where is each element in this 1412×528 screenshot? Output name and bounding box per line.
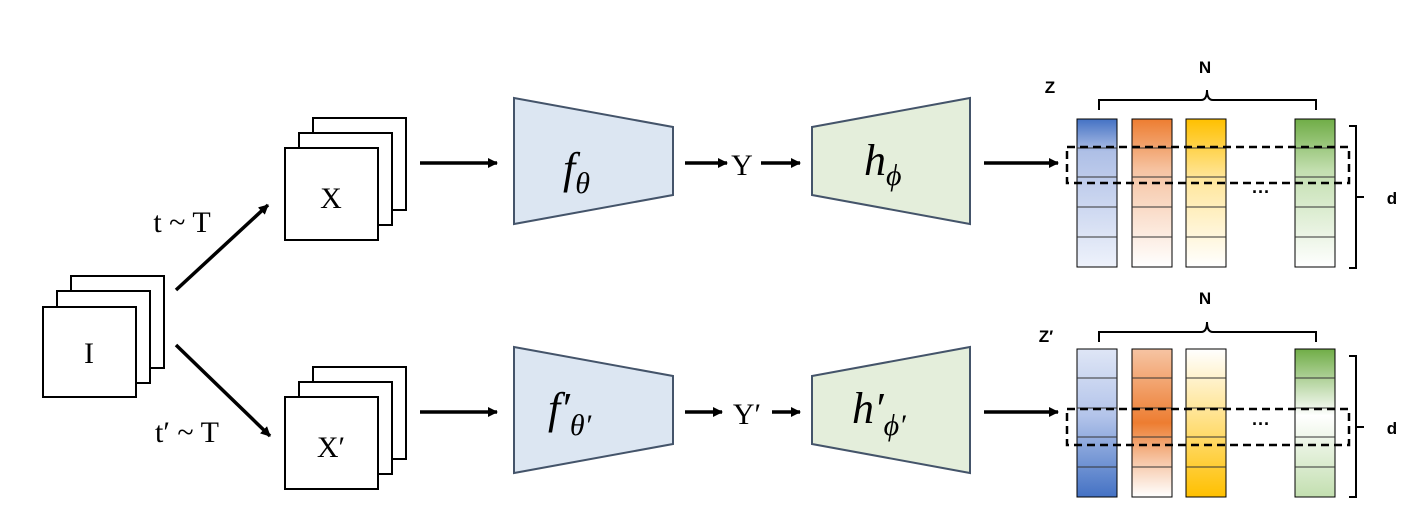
embedding-column-yellow-bottom — [1185, 348, 1227, 498]
n-label-top: N — [1199, 58, 1211, 77]
embedding-column-green-top — [1294, 118, 1336, 268]
transform-label-bottom: t′ ~ T — [155, 416, 219, 449]
input-image-stack — [42, 275, 165, 398]
d-label-bottom: d — [1387, 419, 1397, 438]
view-stack-top — [284, 117, 407, 241]
embedding-column-blue-top — [1076, 118, 1118, 268]
embedding-column-orange-top — [1131, 118, 1173, 268]
projector-block-top — [811, 96, 971, 226]
d-label-top: d — [1387, 189, 1397, 208]
matrix-label-bottom: Z′ — [1039, 327, 1053, 346]
embedding-column-yellow-top — [1185, 118, 1227, 268]
projector-label-top: hϕ — [864, 136, 902, 192]
d-brace-bottom — [1349, 355, 1364, 498]
ellipsis-bottom: ··· — [1252, 414, 1270, 434]
projector-label-bottom: h′ϕ′ — [852, 384, 906, 442]
view-stack-bottom — [284, 366, 407, 490]
selected-row-box-bottom — [1065, 407, 1351, 447]
input-label: I — [84, 337, 94, 370]
n-brace-top — [1098, 89, 1317, 110]
embedding-column-green-bottom — [1294, 348, 1336, 498]
d-brace-top — [1349, 125, 1364, 269]
embedding-column-blue-bottom — [1076, 348, 1118, 498]
branch-arrow-top — [174, 203, 270, 292]
embedding-column-orange-bottom — [1131, 348, 1173, 498]
representation-label-top: Y — [731, 149, 753, 182]
n-brace-bottom — [1098, 321, 1317, 342]
view-label-bottom: X′ — [317, 431, 345, 464]
encoder-block-bottom — [513, 345, 674, 475]
selected-row-box-top — [1065, 145, 1351, 185]
transform-label-top: t ~ T — [153, 206, 210, 239]
representation-label-bottom: Y′ — [733, 398, 761, 431]
branch-arrow-bottom — [174, 343, 272, 438]
n-label-bottom: N — [1199, 289, 1211, 308]
ellipsis-top: ··· — [1252, 182, 1270, 202]
encoder-label-bottom: f′θ′ — [548, 384, 592, 442]
matrix-label-top: Z — [1045, 78, 1055, 97]
encoder-block-top — [513, 96, 674, 226]
view-label-top: X — [320, 182, 342, 215]
projector-block-bottom — [811, 345, 971, 475]
